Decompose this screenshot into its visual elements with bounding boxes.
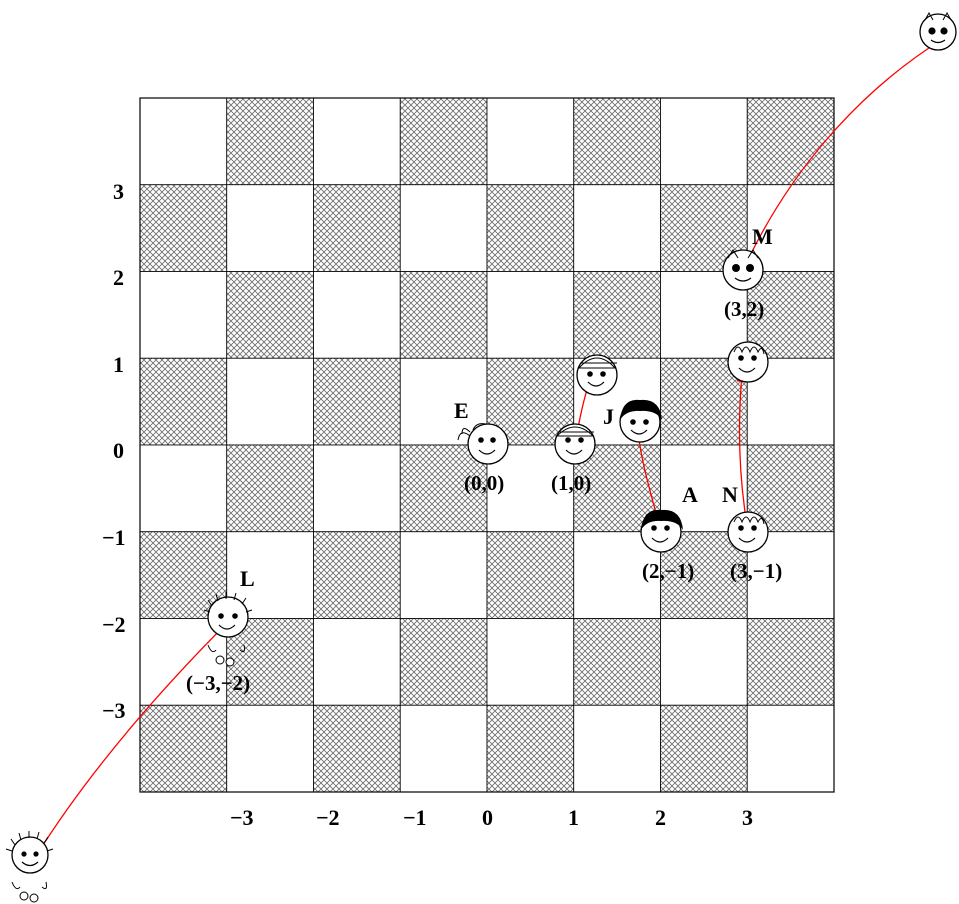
- y-tick-label: 2: [113, 265, 124, 290]
- shaded-square: [487, 532, 574, 619]
- white-square: [227, 185, 314, 272]
- white-square: [227, 358, 314, 445]
- character-label: N: [722, 482, 738, 507]
- white-square: [314, 619, 401, 706]
- shaded-square: [314, 532, 401, 619]
- x-tick-label: −2: [316, 805, 340, 830]
- x-tick-label: 1: [568, 805, 579, 830]
- shaded-square: [227, 98, 314, 185]
- y-tick-label: 0: [113, 438, 124, 463]
- shaded-square: [140, 185, 227, 272]
- white-square: [400, 705, 487, 792]
- character-label: E: [454, 398, 469, 423]
- y-tick-label: −2: [102, 612, 126, 637]
- white-square: [140, 98, 227, 185]
- shaded-square: [140, 358, 227, 445]
- shaded-square: [314, 358, 401, 445]
- white-square: [487, 272, 574, 359]
- x-tick-label: 3: [742, 805, 753, 830]
- shaded-square: [400, 98, 487, 185]
- white-square: [314, 445, 401, 532]
- character-label: A: [682, 482, 698, 507]
- white-square: [747, 705, 834, 792]
- y-tick-label: −1: [102, 525, 126, 550]
- coordinate-label: (−3,−2): [186, 671, 250, 695]
- shaded-square: [574, 98, 661, 185]
- character-label: M: [752, 224, 773, 249]
- y-axis-ticks: 3 2 1 0 −1 −2 −3: [102, 179, 126, 723]
- x-tick-label: 0: [482, 805, 493, 830]
- shaded-square: [487, 705, 574, 792]
- character-m-moved: [920, 13, 956, 50]
- shaded-square: [314, 705, 401, 792]
- white-square: [487, 619, 574, 706]
- x-tick-label: −3: [230, 805, 254, 830]
- shaded-square: [140, 705, 227, 792]
- x-tick-label: 2: [655, 805, 666, 830]
- white-square: [140, 272, 227, 359]
- coordinate-label: (3,−1): [730, 559, 782, 583]
- shaded-square: [227, 272, 314, 359]
- white-square: [661, 619, 748, 706]
- white-square: [314, 98, 401, 185]
- shaded-square: [574, 619, 661, 706]
- white-square: [661, 98, 748, 185]
- x-tick-label: −1: [403, 805, 427, 830]
- white-square: [227, 705, 314, 792]
- white-square: [574, 185, 661, 272]
- shaded-square: [314, 185, 401, 272]
- shaded-square: [747, 619, 834, 706]
- y-tick-label: 1: [113, 352, 124, 377]
- white-square: [314, 272, 401, 359]
- coordinate-label: (2,−1): [642, 559, 694, 583]
- shaded-square: [487, 185, 574, 272]
- shaded-square: [400, 272, 487, 359]
- character-label: J: [603, 404, 614, 429]
- shaded-square: [400, 619, 487, 706]
- shaded-square: [574, 272, 661, 359]
- white-square: [400, 185, 487, 272]
- x-axis-ticks: −3 −2 −1 0 1 2 3: [230, 805, 753, 830]
- character-n-moved: [728, 342, 768, 382]
- coordinate-label: (1,0): [551, 471, 591, 495]
- white-square: [140, 445, 227, 532]
- white-square: [400, 532, 487, 619]
- character-label: L: [240, 566, 255, 591]
- shaded-square: [661, 705, 748, 792]
- coordinate-label: (0,0): [464, 471, 504, 495]
- coordinate-label: (3,2): [724, 297, 764, 321]
- y-tick-label: 3: [113, 179, 124, 204]
- white-square: [487, 98, 574, 185]
- white-square: [574, 705, 661, 792]
- shaded-square: [747, 98, 834, 185]
- character-cap-moved: [577, 355, 617, 395]
- shaded-square: [227, 445, 314, 532]
- y-tick-label: −3: [102, 698, 126, 723]
